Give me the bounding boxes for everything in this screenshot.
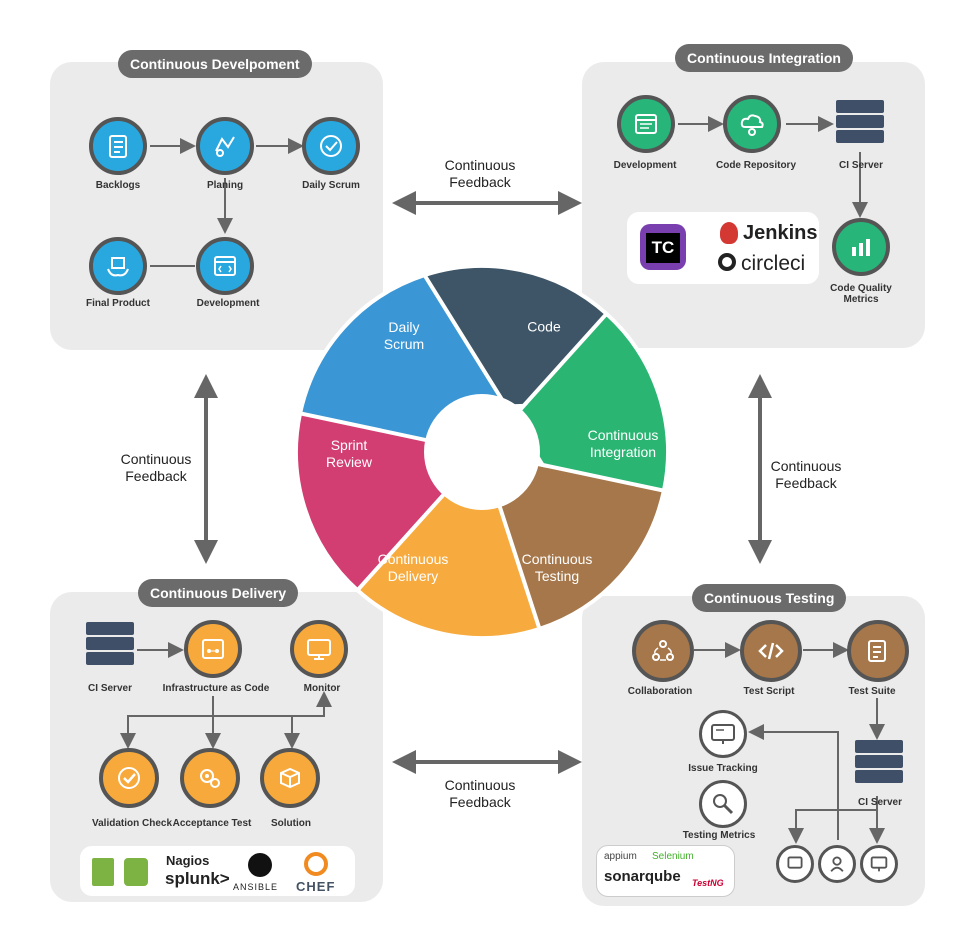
solution-icon xyxy=(260,748,320,808)
delivery-ci-server-icon xyxy=(86,622,134,667)
issue-tracking-icon xyxy=(699,710,747,758)
green-tool-icon-1 xyxy=(92,858,114,886)
circleci-icon xyxy=(718,253,736,271)
development-panel xyxy=(50,62,383,350)
tester-icon-3 xyxy=(860,845,898,883)
test-script-icon xyxy=(740,620,802,682)
cycle-segment-continuous-delivery xyxy=(354,387,543,640)
nagios-logo: Nagios xyxy=(166,853,210,868)
monitor-icon xyxy=(290,620,348,678)
testing-metrics-icon xyxy=(699,780,747,828)
issue-tracking-label: Issue Tracking xyxy=(688,763,758,774)
test-suite-icon xyxy=(847,620,909,682)
collaboration-label: Collaboration xyxy=(627,686,693,697)
test-script-label: Test Script xyxy=(743,686,795,697)
testing-tools-box xyxy=(596,845,735,897)
validation-check-icon xyxy=(99,748,159,808)
development-icon xyxy=(196,237,254,295)
infrastructure-as-code-icon xyxy=(184,620,242,678)
development-label: Development xyxy=(196,298,260,309)
acceptance-test-label: Acceptance Test xyxy=(172,818,252,829)
cycle-segment-code xyxy=(421,264,610,517)
solution-label: Solution xyxy=(271,818,311,829)
delivery-title: Continuous Delivery xyxy=(138,579,299,607)
testing-title: Continuous Testing xyxy=(692,584,847,612)
ci-server-icon xyxy=(836,100,884,145)
daily-scrum-label: Daily Scrum xyxy=(302,180,360,191)
teamcity-logo-text: TC xyxy=(646,233,680,263)
code-quality-metrics-icon xyxy=(832,218,890,276)
chef-icon xyxy=(304,852,328,876)
test-suite-label: Test Suite xyxy=(848,686,896,697)
ci-server-label: CI Server xyxy=(839,160,883,171)
testng-logo: TestNG xyxy=(692,878,724,888)
collaboration-icon xyxy=(632,620,694,682)
cycle-label-code: Code xyxy=(527,318,561,335)
devops-cycle-wheel xyxy=(294,264,670,640)
acceptance-test-icon xyxy=(180,748,240,808)
delivery-ci-server-label: CI Server xyxy=(88,683,132,694)
planning-icon xyxy=(196,117,254,175)
integration-title: Continuous Integration xyxy=(675,44,853,72)
tester-icon-1 xyxy=(776,845,814,883)
jenkins-icon xyxy=(720,222,738,244)
chef-logo: CHEF xyxy=(296,879,336,894)
circleci-logo: circleci xyxy=(741,252,806,275)
splunk-logo: splunk> xyxy=(165,869,230,888)
green-tool-icon-2 xyxy=(124,858,148,886)
testing-ci-server-label: CI Server xyxy=(858,797,902,808)
sonarqube-logo: sonarqube xyxy=(604,868,681,885)
tester-icon-2 xyxy=(818,845,856,883)
jenkins-logo: Jenkins xyxy=(743,222,818,244)
validation-check-label: Validation Check xyxy=(91,818,173,829)
integration-development-label: Development xyxy=(613,160,677,171)
selenium-logo: Selenium xyxy=(652,851,694,862)
final-product-label: Final Product xyxy=(86,298,150,309)
code-repository-label: Code Repository xyxy=(715,160,797,171)
ansible-logo: ANSIBLE xyxy=(233,882,279,892)
cycle-center xyxy=(424,394,540,510)
testing-metrics-label: Testing Metrics xyxy=(682,830,756,841)
appium-logo: appium xyxy=(604,851,637,862)
development-title: Continuous Develpoment xyxy=(118,50,312,78)
final-product-icon xyxy=(89,237,147,295)
backlogs-label: Backlogs xyxy=(95,180,141,191)
planning-label: Planing xyxy=(206,180,244,191)
backlogs-icon xyxy=(89,117,147,175)
ansible-icon xyxy=(248,853,272,877)
monitor-label: Monitor xyxy=(303,683,341,694)
daily-scrum-icon xyxy=(302,117,360,175)
testing-ci-server-icon xyxy=(855,740,903,785)
code-repository-icon xyxy=(723,95,781,153)
integration-development-icon xyxy=(617,95,675,153)
infrastructure-as-code-label: Infrastructure as Code xyxy=(162,683,270,694)
